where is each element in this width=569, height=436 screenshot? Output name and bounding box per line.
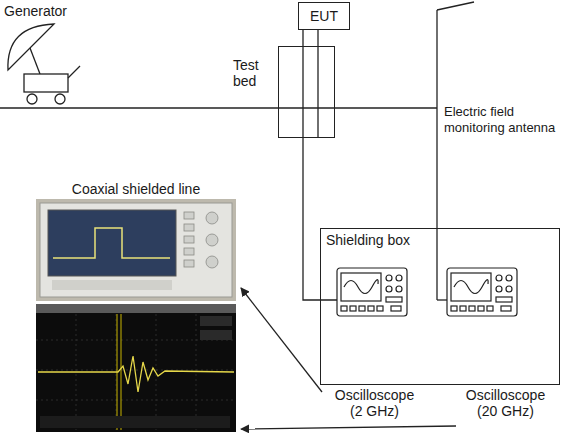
generator-label: Generator [4, 3, 104, 19]
oscilloscope-icon [337, 268, 407, 316]
node-text: Shielding box [321, 229, 415, 251]
scope-screen-photo [36, 304, 236, 432]
ground-line [0, 107, 437, 108]
photo-title: Coaxial shielded line [36, 181, 236, 197]
oscilloscope-label: Oscilloscope (2 GHz) [327, 387, 422, 419]
leader-arrow [241, 288, 322, 392]
generator-symbol [8, 24, 80, 104]
node-text: Test bed [233, 57, 275, 89]
antenna-symbol [437, 2, 474, 300]
oscilloscope-icon [447, 268, 517, 316]
leader-arrow [241, 426, 456, 429]
antenna-label: Electric field monitoring antenna [444, 104, 564, 136]
node-text: EUT [299, 3, 349, 29]
test-bed: Test bed [278, 46, 335, 138]
scope-photo [36, 199, 236, 301]
eut-box: EUT [298, 2, 350, 30]
shielding-box: Shielding box [320, 228, 560, 385]
oscilloscope-label: Oscilloscope (20 GHz) [458, 387, 553, 419]
